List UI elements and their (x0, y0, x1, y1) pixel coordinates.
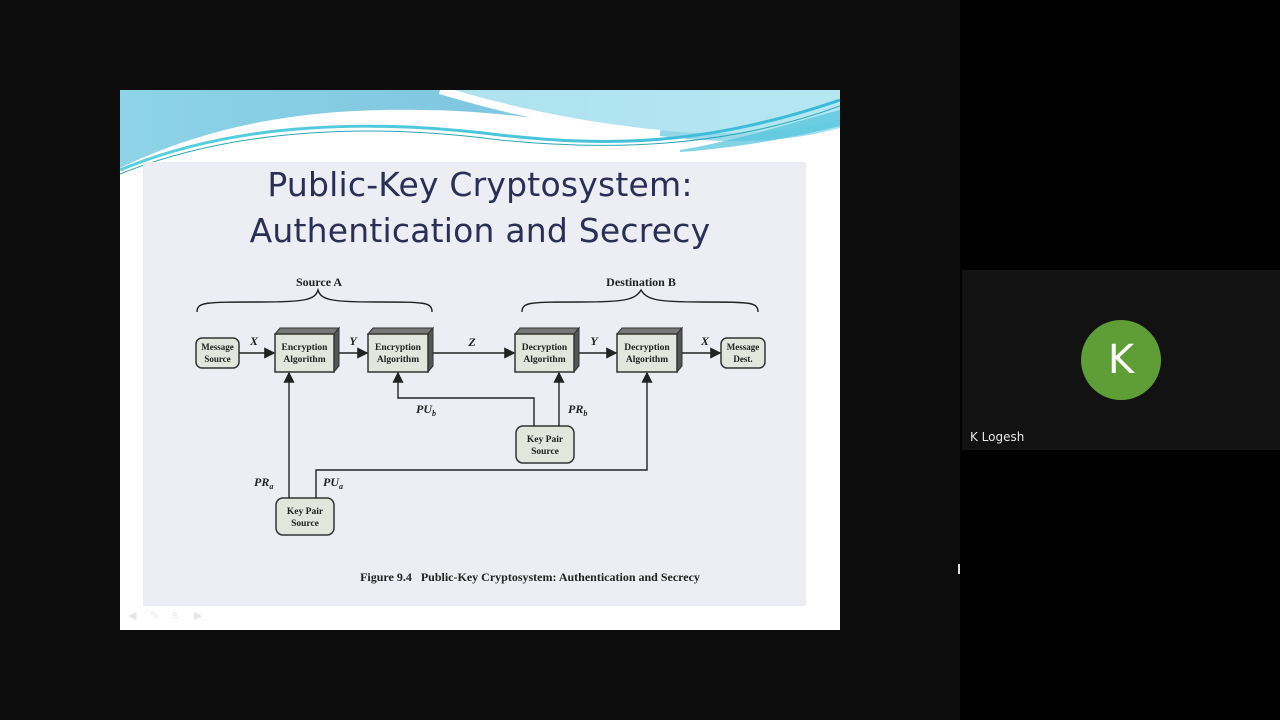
signal-x-2: X (700, 334, 710, 348)
pen-icon[interactable]: ✎ (150, 610, 160, 622)
svg-text:Decryption: Decryption (624, 343, 670, 353)
cryptosystem-diagram: Source A Destination B Message Source En… (195, 275, 766, 584)
svg-text:Key Pair: Key Pair (287, 507, 324, 517)
signal-z: Z (467, 335, 476, 349)
slide-title: Public-Key Cryptosystem: Authentication … (120, 162, 840, 254)
pr-a-label: PRa (254, 475, 273, 491)
signal-y-2: Y (590, 334, 599, 348)
next-slide-icon[interactable]: ▶ (194, 610, 203, 622)
svg-text:Message: Message (727, 342, 760, 352)
slide-controls: ◀ ✎ ≡ ▶ (128, 610, 208, 622)
svg-text:Message: Message (201, 342, 234, 352)
text-cursor (958, 564, 960, 574)
svg-text:Decryption: Decryption (522, 343, 568, 353)
destination-b-label: Destination B (606, 275, 676, 289)
pu-a-label: PUa (323, 475, 343, 491)
svg-text:Encryption: Encryption (375, 343, 422, 353)
svg-text:Encryption: Encryption (282, 343, 329, 353)
decryption-algorithm-1: Decryption Algorithm (513, 326, 581, 374)
encryption-algorithm-1: Encryption Algorithm (273, 326, 341, 374)
message-source-box: Message Source (195, 337, 240, 369)
slide-content-area (143, 162, 806, 606)
encryption-algorithm-2: Encryption Algorithm (366, 326, 435, 374)
screen-share-area: Public-Key Cryptosystem: Authentication … (0, 0, 960, 720)
svg-text:Source: Source (531, 447, 559, 457)
pr-b-label: PRb (568, 402, 587, 418)
source-a-label: Source A (296, 275, 342, 289)
source-brace (196, 287, 433, 313)
presentation-slide: Public-Key Cryptosystem: Authentication … (120, 90, 840, 630)
svg-text:Algorithm: Algorithm (626, 355, 668, 365)
svg-text:Algorithm: Algorithm (523, 355, 565, 365)
svg-text:Algorithm: Algorithm (377, 355, 419, 365)
share-bottom-bar (0, 630, 960, 720)
signal-y-1: Y (349, 334, 358, 348)
pu-b-label: PUb (416, 402, 436, 418)
svg-text:Key Pair: Key Pair (527, 435, 564, 445)
title-line-2: Authentication and Secrecy (249, 211, 711, 250)
share-top-bar (0, 0, 960, 90)
svg-text:Source: Source (204, 354, 230, 364)
svg-text:Dest.: Dest. (733, 354, 752, 364)
prev-slide-icon[interactable]: ◀ (128, 610, 137, 622)
message-dest-box: Message Dest. (720, 337, 766, 369)
key-pair-source-a: Key Pair Source (275, 497, 335, 536)
key-pair-source-b: Key Pair Source (515, 425, 575, 464)
signal-x-1: X (249, 334, 259, 348)
title-line-1: Public-Key Cryptosystem: (267, 165, 693, 204)
svg-text:Algorithm: Algorithm (283, 355, 325, 365)
destination-brace (521, 288, 759, 313)
svg-text:Source: Source (291, 519, 319, 529)
participant-tile[interactable]: K K Logesh (962, 270, 1280, 450)
figure-caption: Figure 9.4 Public-Key Cryptosystem: Auth… (360, 570, 700, 584)
participant-avatar: K (1081, 320, 1161, 400)
decryption-algorithm-2: Decryption Algorithm (615, 326, 684, 374)
menu-icon[interactable]: ≡ (172, 610, 179, 622)
participant-name: K Logesh (970, 430, 1025, 444)
